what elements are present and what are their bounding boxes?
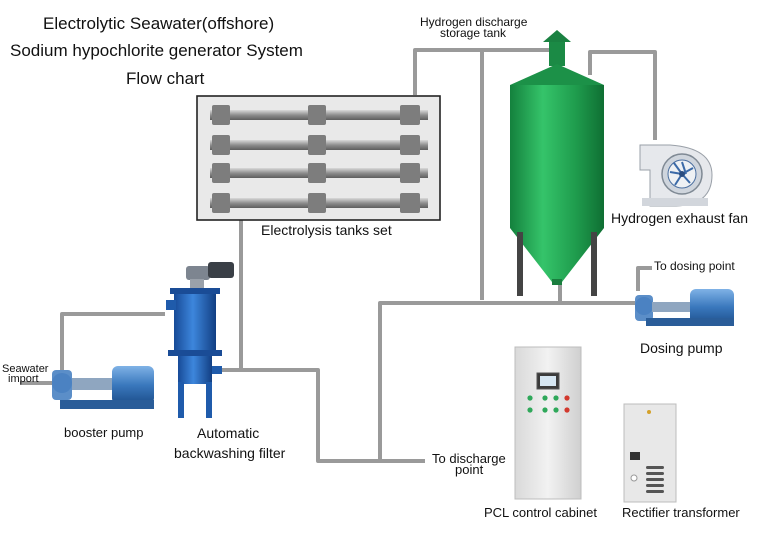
filter-label-1: Automatic — [197, 425, 260, 441]
title-line-2: Sodium hypochlorite generator System — [10, 41, 303, 60]
rectifier-transformer — [623, 403, 677, 503]
title-line-3: Flow chart — [126, 69, 205, 88]
electrolysis-tanks-label: Electrolysis tanks set — [261, 222, 392, 238]
pipe-booster-to-filter — [60, 312, 165, 375]
hydrogen-tank-label-1: Hydrogen discharge — [420, 15, 528, 29]
pipe-storage-to-fan — [588, 50, 657, 140]
fan-icon — [639, 144, 713, 207]
title-line-1: Electrolytic Seawater(offshore) — [43, 14, 275, 33]
hydrogen-exhaust-fan — [639, 144, 713, 207]
pump-icon — [635, 289, 734, 326]
discharge-label-2: point — [455, 462, 484, 477]
discharge-label-1: To discharge — [432, 451, 506, 466]
plc-cabinet-label: PCL control cabinet — [484, 505, 597, 520]
tank-icon — [510, 30, 604, 296]
hydrogen-tank-label-2: storage tank — [440, 26, 507, 40]
electrolysis-cell-rows — [210, 105, 428, 213]
pump-icon — [52, 366, 154, 409]
rectifier-label: Rectifier transformer — [622, 505, 740, 520]
booster-pump-label: booster pump — [64, 425, 144, 440]
pipe-network — [20, 48, 657, 463]
electrolysis-tanks-set — [196, 95, 441, 221]
cabinet-icon — [514, 346, 582, 500]
exhaust-fan-label: Hydrogen exhaust fan — [611, 210, 748, 226]
hydrogen-storage-tank — [510, 30, 604, 296]
seawater-label-1: Seawater — [2, 363, 49, 375]
plc-control-cabinet — [514, 346, 582, 500]
pipe-main-manifold — [378, 301, 635, 461]
pipe-to-dosing-point — [636, 266, 652, 291]
pipe-filter-to-tanks — [222, 220, 243, 372]
pipe-filter-drain — [241, 368, 425, 463]
dosing-pump — [635, 289, 734, 326]
dosing-pump-label: Dosing pump — [640, 340, 723, 356]
filter-icon — [166, 262, 234, 418]
booster-pump — [52, 366, 154, 409]
to-dosing-point-label: To dosing point — [654, 259, 735, 273]
seawater-label-2: import — [8, 373, 39, 385]
pipe-tanks-to-storage — [413, 48, 560, 95]
transformer-icon — [623, 403, 677, 503]
automatic-backwashing-filter — [166, 262, 234, 418]
filter-label-2: backwashing filter — [174, 445, 286, 461]
